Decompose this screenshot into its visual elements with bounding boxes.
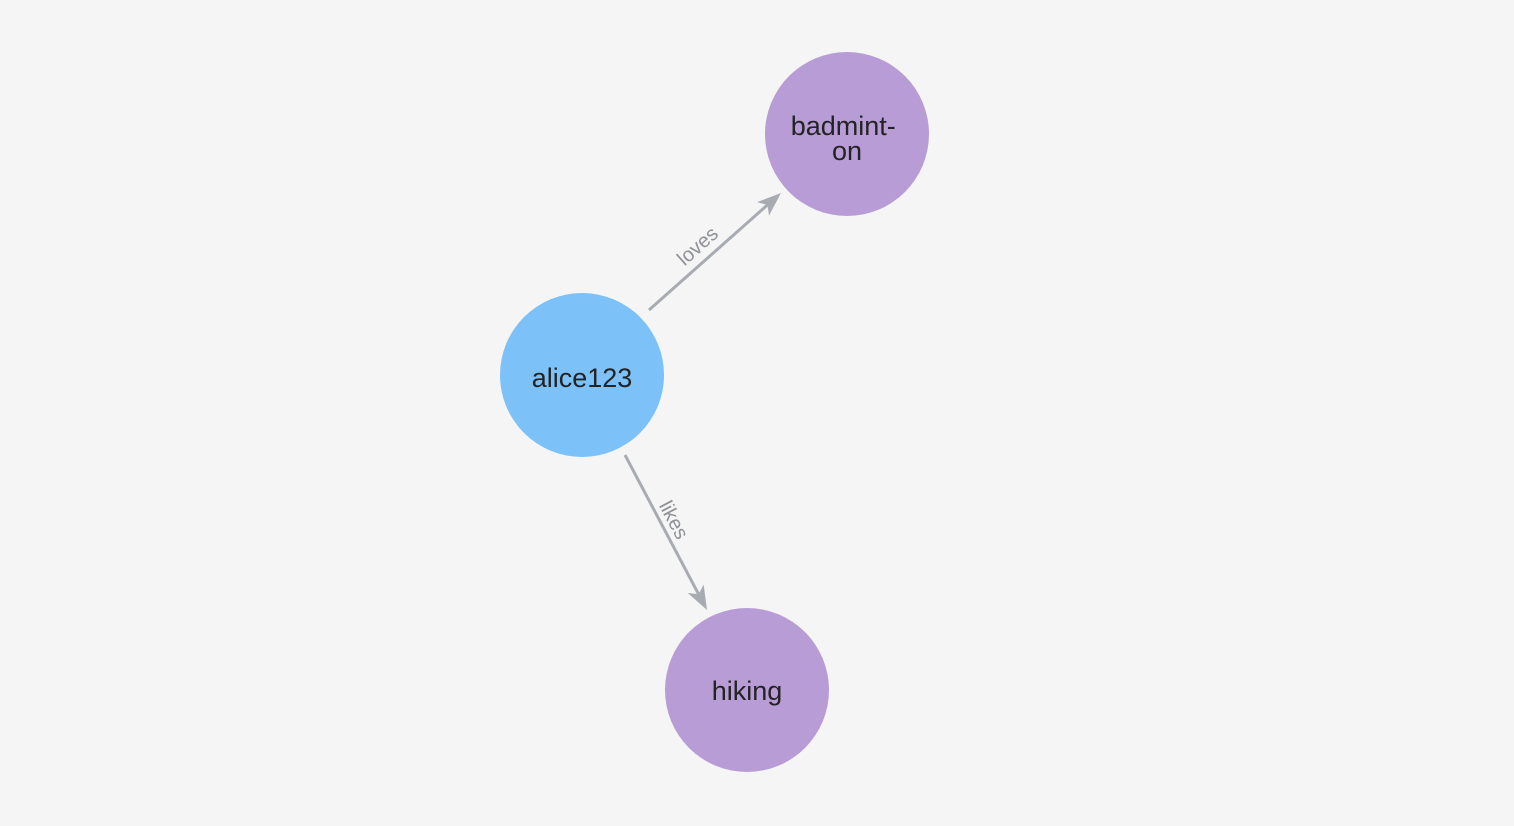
- node-alice123-circle[interactable]: [500, 293, 664, 457]
- edge-loves-line[interactable]: [648, 203, 769, 312]
- edge-likes[interactable]: likes: [623, 454, 707, 610]
- node-alice123-label: alice123: [532, 363, 633, 393]
- node-hiking-circle[interactable]: [665, 608, 829, 772]
- node-badminton-label-line2: on: [832, 136, 862, 166]
- node-badminton-label-line1: badmint-: [791, 111, 896, 141]
- node-alice123[interactable]: alice123: [500, 293, 664, 457]
- edge-loves[interactable]: loves: [648, 193, 781, 312]
- edge-likes-arrowhead-icon: [687, 584, 707, 610]
- node-badminton[interactable]: badmint- on: [765, 52, 929, 216]
- node-hiking[interactable]: hiking: [665, 608, 829, 772]
- edge-loves-arrowhead-icon: [757, 193, 781, 216]
- node-hiking-label: hiking: [712, 676, 783, 706]
- edge-likes-line[interactable]: [623, 454, 700, 595]
- node-badminton-label: badmint- on: [791, 111, 904, 166]
- node-badminton-circle[interactable]: [765, 52, 929, 216]
- edge-loves-label: loves: [673, 223, 723, 270]
